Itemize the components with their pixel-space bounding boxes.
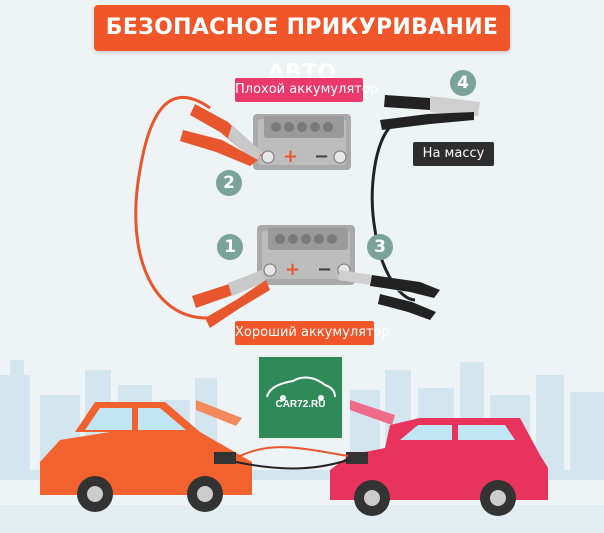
- site-logo-text: CAR72.RU: [275, 399, 326, 410]
- jumper-clamp-icon: [338, 95, 480, 320]
- minus-terminal-icon: −: [317, 259, 333, 280]
- plus-terminal-icon: +: [285, 259, 301, 280]
- step-badge-1: 1: [217, 234, 243, 260]
- ground-label: На массу: [413, 142, 494, 166]
- car-black-cable: [235, 459, 349, 470]
- black-cable: [370, 123, 416, 302]
- car-red-cable: [235, 446, 349, 459]
- good-battery: [257, 225, 355, 285]
- bad-battery: [253, 114, 351, 170]
- minus-terminal-icon: −: [314, 146, 330, 167]
- plus-terminal-icon: +: [283, 146, 299, 167]
- page-title: БЕЗОПАСНОЕ ПРИКУРИВАНИЕ АВТО: [94, 5, 510, 86]
- step-badge-2: 2: [216, 170, 242, 196]
- good-battery-label: Хороший аккумулятор: [235, 321, 390, 345]
- site-logo: CAR72.RU: [257, 355, 344, 440]
- red-cable: [134, 96, 211, 320]
- car-silhouette-icon: [266, 376, 336, 401]
- step-badge-4: 4: [450, 70, 476, 96]
- donor-car: [40, 400, 252, 512]
- bad-battery-label: Плохой аккумулятор: [235, 78, 378, 102]
- recipient-car: [330, 400, 548, 516]
- step-badge-3: 3: [367, 234, 393, 260]
- jumper-clamp-icon: [180, 104, 270, 328]
